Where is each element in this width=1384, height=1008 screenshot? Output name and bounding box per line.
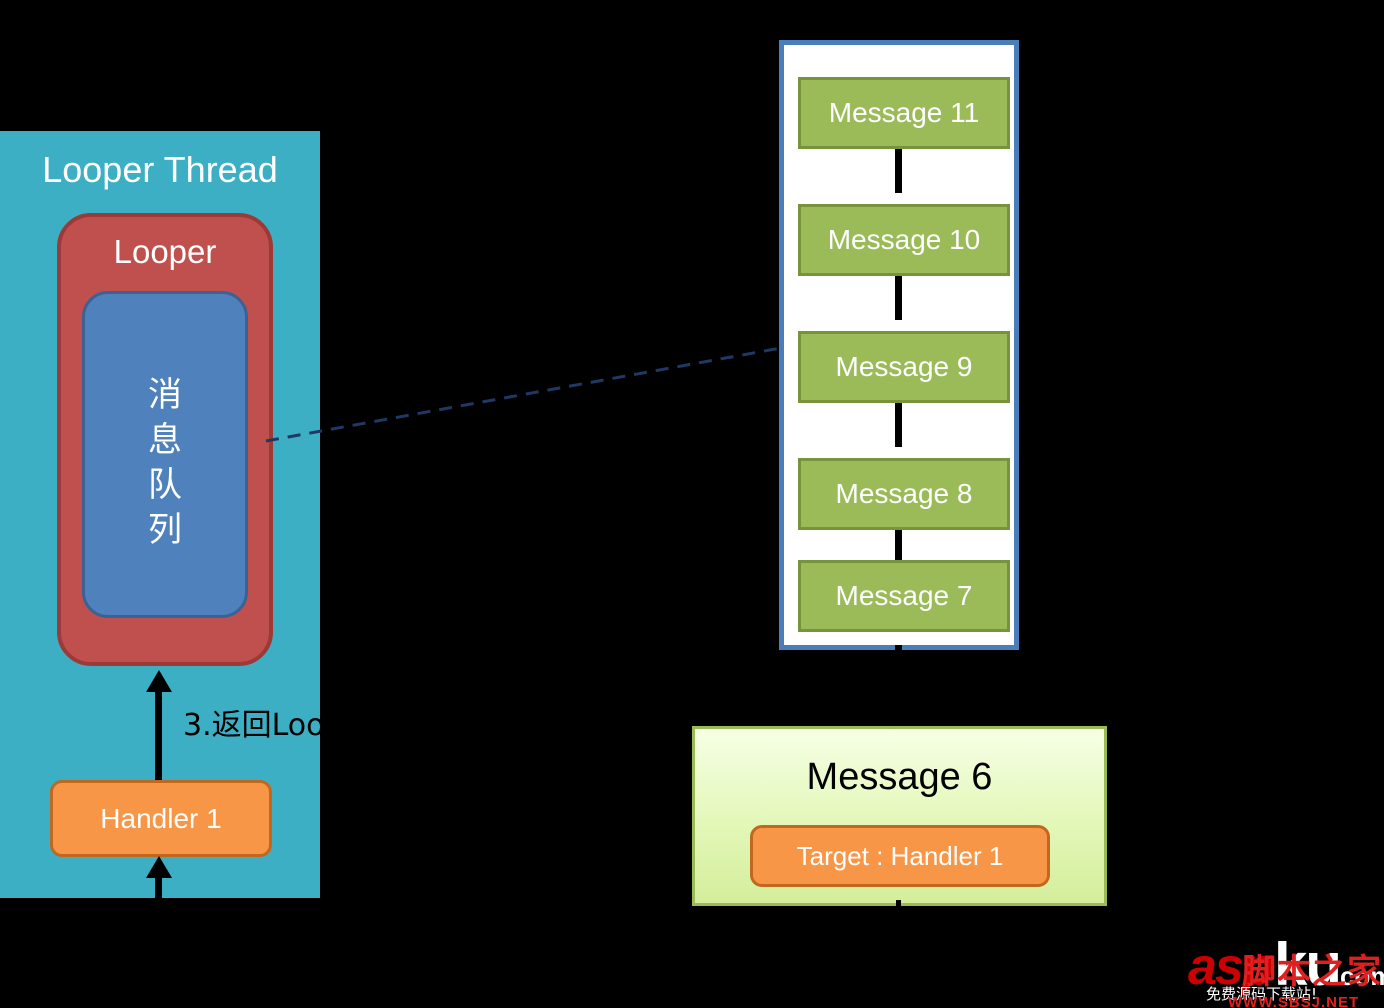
arrowhead-up-to-handler bbox=[146, 856, 172, 878]
msg-connector-10-9 bbox=[895, 272, 902, 320]
line-below-message6 bbox=[896, 900, 901, 934]
queue-char-3: 队 bbox=[148, 465, 182, 505]
arrowhead-up-to-looper bbox=[146, 670, 172, 692]
queue-char-2: 息 bbox=[148, 420, 182, 460]
looper-thread-title: Looper Thread bbox=[42, 149, 278, 190]
watermark-com-text: com bbox=[1340, 961, 1384, 991]
queue-char-1: 消 bbox=[148, 375, 182, 415]
message-6-card: Message 6 Target : Handler 1 bbox=[692, 726, 1107, 906]
message-6-target-box: Target : Handler 1 bbox=[750, 825, 1050, 887]
msg-connector-9-8 bbox=[895, 399, 902, 447]
looper-label: Looper bbox=[113, 233, 217, 270]
message-queue-label: 消 息 队 列 bbox=[85, 373, 245, 553]
message-item-9: Message 9 bbox=[798, 331, 1010, 403]
queue-char-4: 列 bbox=[148, 510, 182, 550]
line-handler-to-looper bbox=[155, 686, 162, 782]
handler-1-box: Handler 1 bbox=[50, 780, 272, 857]
message-item-11: Message 11 bbox=[798, 77, 1010, 149]
watermark-cn-brand: 脚本之家 bbox=[1242, 952, 1382, 992]
message-6-title: Message 6 bbox=[806, 756, 993, 798]
dashed-connector-queue-to-message9 bbox=[265, 346, 782, 443]
return-looper-step-label: 3.返回Looper bbox=[183, 708, 320, 743]
message-item-10: Message 10 bbox=[798, 204, 1010, 276]
watermark-asp-text: asp bbox=[1188, 938, 1274, 996]
msg-connector-8-7 bbox=[895, 526, 902, 574]
message-queue-panel: Message 11 Message 10 Message 9 Message … bbox=[779, 40, 1019, 659]
line-into-queue-panel bbox=[896, 0, 903, 42]
message-item-8: Message 8 bbox=[798, 458, 1010, 530]
message-queue-box: 消 息 队 列 bbox=[82, 291, 248, 618]
watermark-ku-text: ku bbox=[1274, 931, 1342, 998]
msg-connector-11-10 bbox=[895, 145, 902, 193]
watermark-url: WWW.SBSJ.NET bbox=[1228, 994, 1360, 1008]
watermark: asp ku com 脚本之家 免费源码下载站! WWW.SBSJ.NET bbox=[1188, 934, 1384, 1008]
line-panel-to-message6 bbox=[896, 650, 903, 726]
line-below-handler bbox=[155, 872, 162, 898]
line-top-to-looper bbox=[157, 0, 164, 252]
watermark-cn-subtitle: 免费源码下载站! bbox=[1206, 985, 1318, 1003]
looper-thread-container: Looper Thread Looper 消 息 队 列 3.返回Looper … bbox=[0, 131, 320, 898]
message-item-7: Message 7 bbox=[798, 560, 1010, 632]
